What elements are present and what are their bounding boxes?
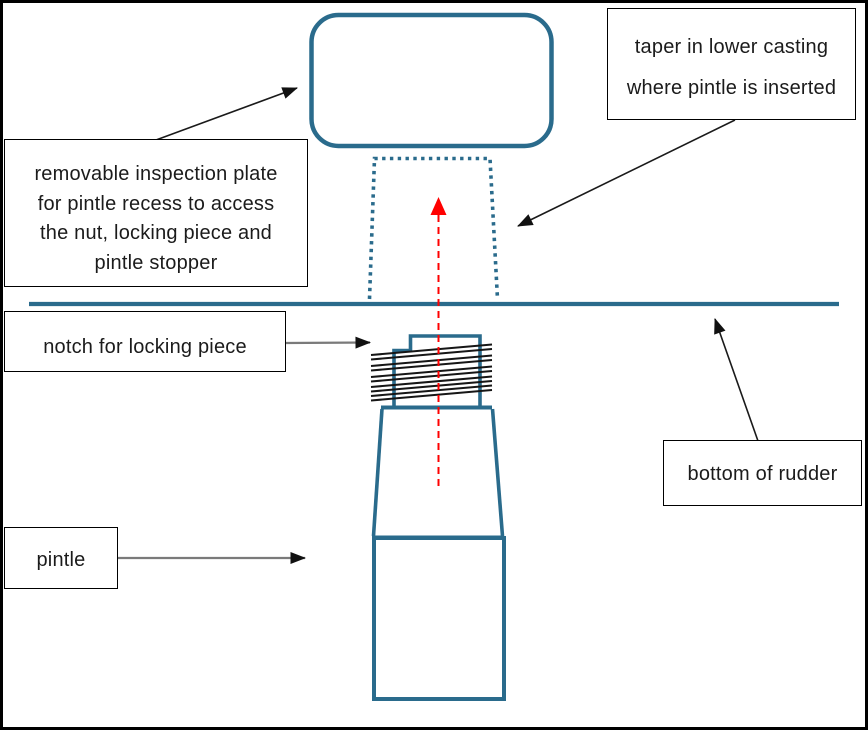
pintle-head-outline (392, 334, 482, 406)
arrow-taper (517, 119, 736, 227)
label-line: where pintle is inserted (626, 77, 837, 99)
label-line: taper in lower casting (634, 36, 829, 58)
label-pintle: pintle (4, 527, 118, 589)
thread-lines (370, 343, 493, 402)
pintle-taper-left-edge (371, 408, 384, 537)
label-line: removable inspection plate (34, 163, 278, 185)
inspection-plate-shape (309, 12, 554, 149)
label-line: the nut, locking piece and (39, 222, 273, 244)
label-line: pintle stopper (94, 251, 218, 274)
centerline-arrowhead (430, 197, 447, 215)
label-line: bottom of rudder (687, 462, 838, 485)
label-taper-in-lower-casting: taper in lower casting where pintle is i… (607, 8, 856, 120)
pintle-body-rect (372, 536, 506, 701)
taper-recess-dotted-outline (367, 156, 500, 300)
arrow-bottom-rudder (714, 318, 759, 442)
label-notch-for-locking-piece: notch for locking piece (4, 311, 286, 372)
arrow-inspection-plate (155, 87, 298, 141)
label-removable-inspection-plate: removable inspection plate for pintle re… (4, 139, 308, 287)
pintle-taper-right-edge (490, 408, 505, 537)
arrow-notch (285, 336, 371, 349)
label-line: pintle (36, 548, 86, 571)
label-line: notch for locking piece (43, 336, 247, 358)
label-bottom-of-rudder: bottom of rudder (663, 440, 862, 506)
label-line: for pintle recess to access (37, 192, 275, 215)
